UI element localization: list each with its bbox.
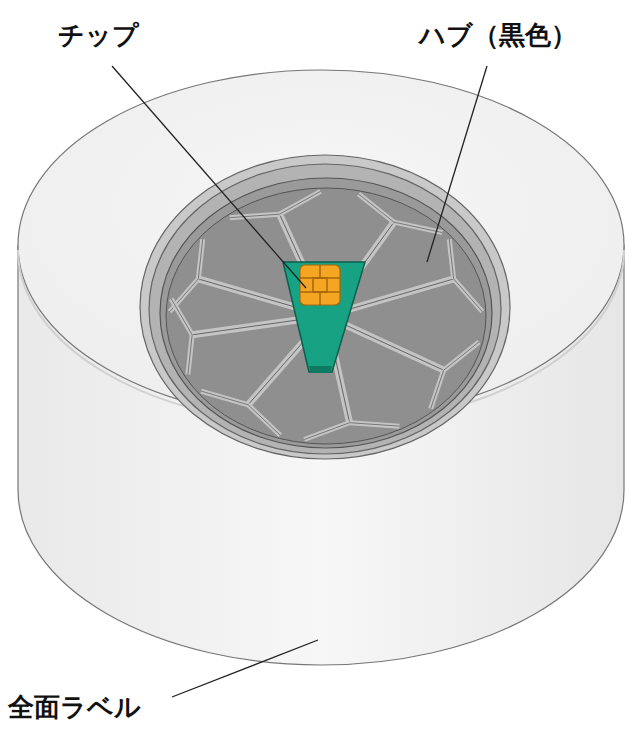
leader-line <box>172 640 318 697</box>
hub-rib-fork <box>454 279 483 312</box>
hub-rib-fork-edge <box>444 342 479 370</box>
hub-rib-fork <box>188 335 192 375</box>
chip-holder <box>283 262 365 372</box>
hub-rib-fork-edge <box>304 423 349 440</box>
hub-rib-fork-edge <box>394 222 442 232</box>
hub-rib-fork <box>198 239 202 279</box>
hub-rib-fork-edge <box>454 279 483 312</box>
hub-rib-fork-edge <box>359 194 394 222</box>
hub-rib-fork-edge <box>431 370 444 409</box>
hub-ribs <box>170 191 483 439</box>
hub-rib-fork <box>171 299 192 335</box>
hub-rib-fork <box>444 342 479 370</box>
hub-rib-fork-edge <box>188 335 192 375</box>
hub-rib-fork-edge <box>230 214 280 218</box>
chip-holder-edge <box>309 366 332 373</box>
hub-rib-fork-edge <box>248 405 280 436</box>
hub-rib-fork <box>394 222 442 232</box>
leader-lines <box>112 66 487 697</box>
chip <box>300 265 340 305</box>
core-ring <box>140 155 510 459</box>
hub-rib-fork-edge <box>449 239 453 279</box>
part-label: 全面ラベル <box>8 692 141 723</box>
hub-rib-fork <box>201 391 248 405</box>
hub-rib-fork <box>350 423 400 426</box>
hub-rib-fork <box>248 405 280 436</box>
hub-rib-fork <box>230 214 280 218</box>
hub <box>160 178 492 448</box>
core-inner-ring <box>149 164 501 454</box>
hub-rib-fork <box>359 194 394 222</box>
leader-line <box>112 66 306 288</box>
hub-rib-fork-edge <box>171 299 192 335</box>
hub-rib-fork-edge <box>201 391 248 405</box>
part-label: ハブ（黒色） <box>419 20 577 51</box>
part-label: チップ <box>58 20 139 51</box>
hub-rib-fork <box>431 370 444 409</box>
hub-rib-fork-edge <box>198 239 202 279</box>
chip-contacts <box>300 265 340 305</box>
hub-rib-fork <box>280 191 321 214</box>
leader-line <box>427 66 487 262</box>
hub-rib-fork <box>449 239 453 279</box>
hub-rib-fork-edge <box>350 423 400 426</box>
hub-rib-fork <box>304 423 349 440</box>
hub-rib-fork-edge <box>280 191 321 214</box>
